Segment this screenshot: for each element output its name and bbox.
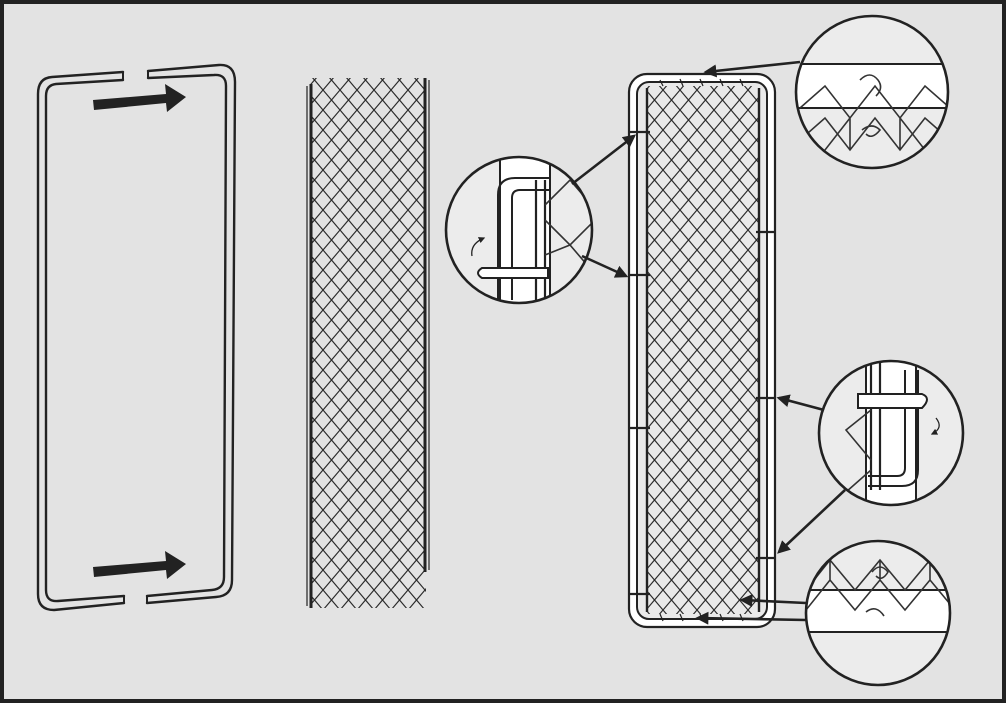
mesh-sheet: [310, 78, 426, 608]
gate-mesh: [647, 86, 759, 614]
mesh-panel: [307, 78, 429, 608]
assembled-gate-panel: [628, 74, 776, 627]
